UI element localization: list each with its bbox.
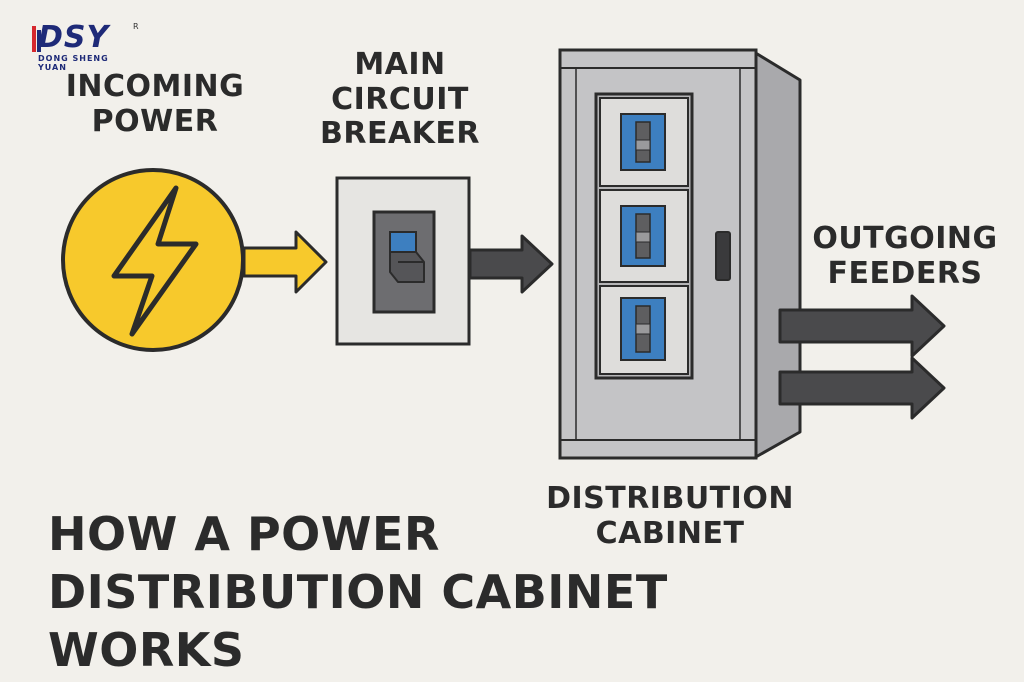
page-title: HOW A POWER DISTRIBUTION CABINET WORKS — [48, 506, 808, 680]
label-line: BREAKER — [319, 116, 481, 151]
cabinet-handle — [715, 231, 731, 281]
label-incoming-power: INCOMING POWER — [40, 69, 270, 139]
lightning-bolt-icon — [111, 185, 199, 337]
cabinet-icon — [558, 48, 802, 460]
title-line: DISTRIBUTION CABINET WORKS — [48, 564, 668, 677]
breaker-module — [599, 285, 689, 375]
logo-company-name: DONG SHENG YUAN — [38, 54, 109, 72]
company-logo: DSY DONG SHENG YUAN R — [16, 10, 139, 72]
label-line: DISTRIBUTION — [546, 481, 794, 516]
label-line: CIRCUIT — [331, 81, 469, 117]
arrow-right-icon — [242, 230, 328, 294]
label-line: INCOMING — [65, 69, 245, 104]
label-line: CABINET — [595, 515, 745, 551]
arrow-right-icon — [778, 294, 946, 358]
label-line: FEEDERS — [827, 255, 983, 291]
breaker-module — [599, 189, 689, 283]
label-distribution-cabinet: DISTRIBUTION CABINET — [520, 481, 820, 551]
power-circle — [61, 168, 245, 352]
title-line: HOW A POWER — [48, 507, 440, 561]
label-main-circuit-breaker: MAIN CIRCUIT BREAKER — [300, 47, 500, 152]
breaker-module — [599, 97, 689, 187]
breaker-panel — [335, 176, 471, 346]
label-line: OUTGOING — [812, 221, 998, 256]
label-outgoing-feeders: OUTGOING FEEDERS — [800, 221, 1010, 291]
logo-mark: DSY — [38, 20, 110, 55]
main-breaker-node — [335, 176, 471, 346]
label-line: MAIN — [354, 47, 446, 82]
arrow-right-icon — [468, 234, 554, 294]
incoming-power-node — [61, 168, 245, 352]
logo-icon — [32, 26, 41, 52]
breaker-switch-icon — [389, 231, 425, 283]
arrow-right-icon — [778, 356, 946, 420]
logo-registered-mark: R — [133, 22, 139, 31]
label-line: POWER — [91, 103, 219, 139]
